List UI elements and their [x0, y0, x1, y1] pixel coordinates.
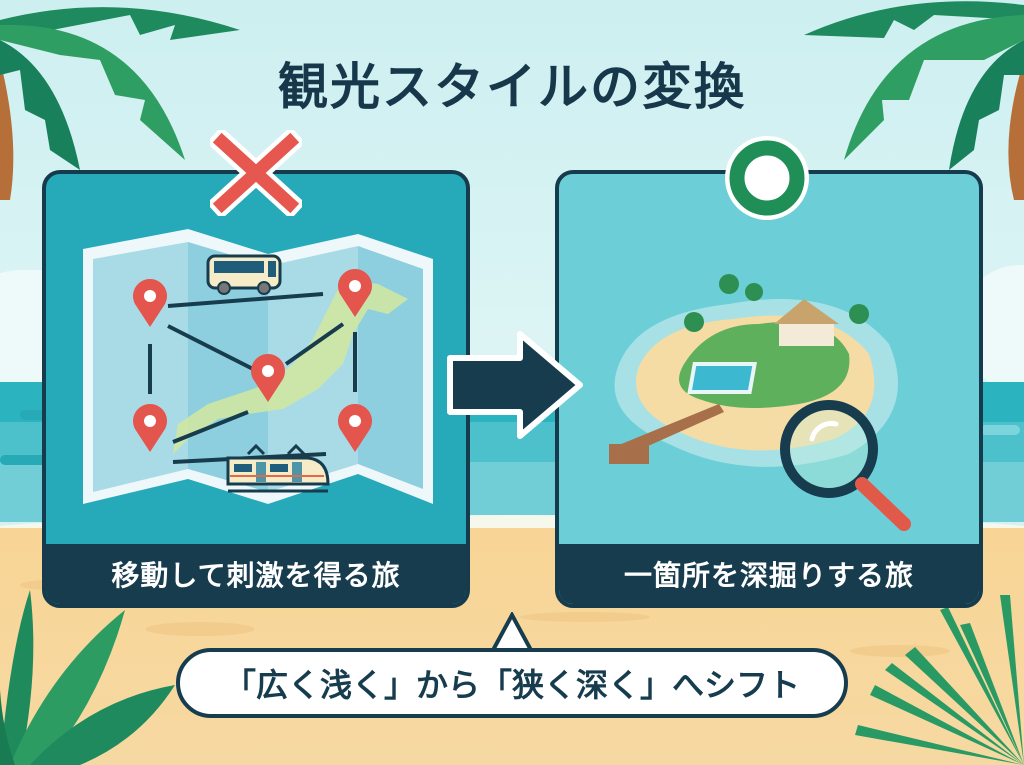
palm-leaves-bottom-right-icon [855, 595, 1024, 765]
palm-tree-top-right-icon [804, 1, 1024, 200]
palm-leaves-bottom-left-icon [0, 590, 175, 765]
sand-spot [850, 645, 950, 657]
train-icon [226, 443, 330, 493]
wave [0, 455, 50, 465]
island-resort-icon [609, 274, 898, 467]
cross-mark-icon [210, 130, 302, 216]
bus-icon [206, 254, 282, 295]
wave [980, 425, 1020, 435]
panel-label-right: 一箇所を深掘りする旅 [559, 544, 979, 604]
sand-spot [145, 622, 255, 636]
page-title: 観光スタイルの変換 [278, 58, 746, 116]
panel-label-left: 移動して刺激を得る旅 [46, 544, 466, 604]
magnifier-icon [780, 400, 911, 531]
panel-move-travel: 移動して刺激を得る旅 [42, 170, 470, 608]
summary-callout: 「広く浅く」から「狭く深く」へシフト [176, 648, 848, 718]
palm-tree-top-left-icon [0, 7, 240, 200]
wave [20, 410, 50, 420]
japan-map-icon [83, 229, 433, 504]
panel-deep-travel: 一箇所を深掘りする旅 [555, 170, 983, 608]
circle-mark-icon [725, 136, 809, 220]
right-arrow-icon [447, 331, 583, 439]
sand-spot [520, 612, 650, 622]
map-pin-icons [133, 269, 372, 452]
